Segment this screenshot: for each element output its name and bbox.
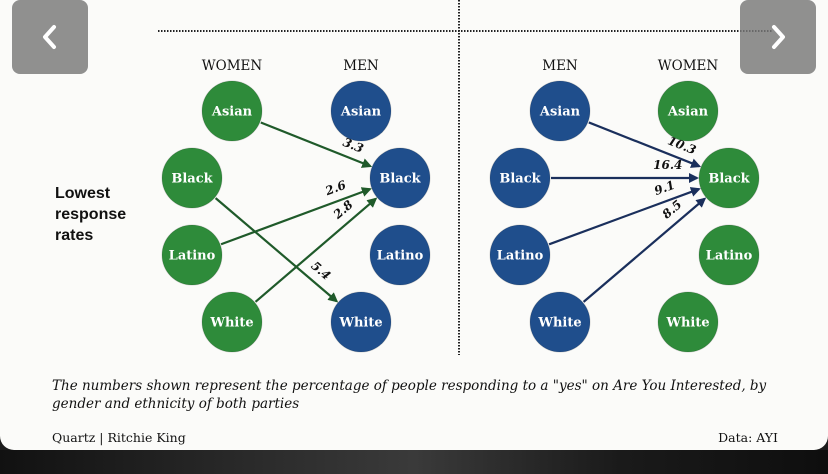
lowest-response-rates-label: Lowest response rates: [55, 185, 127, 244]
node-left-asian: [201, 80, 263, 142]
node-left-white: [529, 291, 591, 353]
node-label: Latino: [169, 249, 216, 264]
node-label: White: [537, 316, 581, 331]
node-left-asian: [529, 80, 591, 142]
edge-arrow: [260, 121, 373, 168]
data-source: Data: AYI: [718, 430, 778, 445]
column-header-right: MEN: [343, 58, 379, 74]
node-label: Black: [708, 172, 750, 187]
node-left-black: [161, 147, 223, 209]
next-button[interactable]: [740, 0, 816, 74]
edge-arrow: [214, 197, 339, 303]
node-left-latino: [161, 224, 223, 286]
node-left-black: [489, 147, 551, 209]
column-header-left: MEN: [542, 58, 578, 74]
node-left-white: [201, 291, 263, 353]
node-right-latino: [698, 224, 760, 286]
edge-arrow: [254, 197, 378, 303]
node-label: Latino: [497, 249, 544, 264]
edge-value-label: 2.6: [323, 178, 349, 199]
node-right-white: [657, 291, 719, 353]
column-header-right: WOMEN: [658, 58, 719, 74]
edge-arrow: [582, 197, 707, 303]
node-right-latino: [369, 224, 431, 286]
node-label: White: [338, 316, 382, 331]
edge-arrow: [220, 187, 372, 246]
node-label: Asian: [539, 105, 581, 120]
node-label: Asian: [211, 105, 253, 120]
node-label: Asian: [667, 105, 709, 120]
node-label: Latino: [377, 249, 424, 264]
node-label: White: [209, 316, 253, 331]
caption: The numbers shown represent the percenta…: [52, 378, 767, 412]
node-right-black: [369, 147, 431, 209]
node-label: Black: [499, 172, 541, 187]
column-header-left: WOMEN: [202, 58, 263, 74]
credit-line: Quartz | Ritchie King: [52, 430, 186, 445]
node-label: Latino: [706, 249, 753, 264]
edge-value-label: 16.4: [653, 158, 682, 172]
node-right-asian: [330, 80, 392, 142]
node-label: White: [665, 316, 709, 331]
node-label: Black: [171, 172, 213, 187]
edge-arrow: [548, 187, 701, 246]
node-right-white: [330, 291, 392, 353]
chevron-left-icon: [43, 25, 56, 49]
edge-value-label: 9.1: [652, 178, 676, 198]
background-strip: [0, 450, 828, 474]
edge-arrow: [588, 121, 702, 168]
node-left-latino: [489, 224, 551, 286]
node-label: Black: [379, 172, 421, 187]
node-label: Asian: [340, 105, 382, 120]
node-right-black: [698, 147, 760, 209]
node-right-asian: [657, 80, 719, 142]
previous-button[interactable]: [12, 0, 88, 74]
chevron-right-icon: [772, 25, 785, 49]
